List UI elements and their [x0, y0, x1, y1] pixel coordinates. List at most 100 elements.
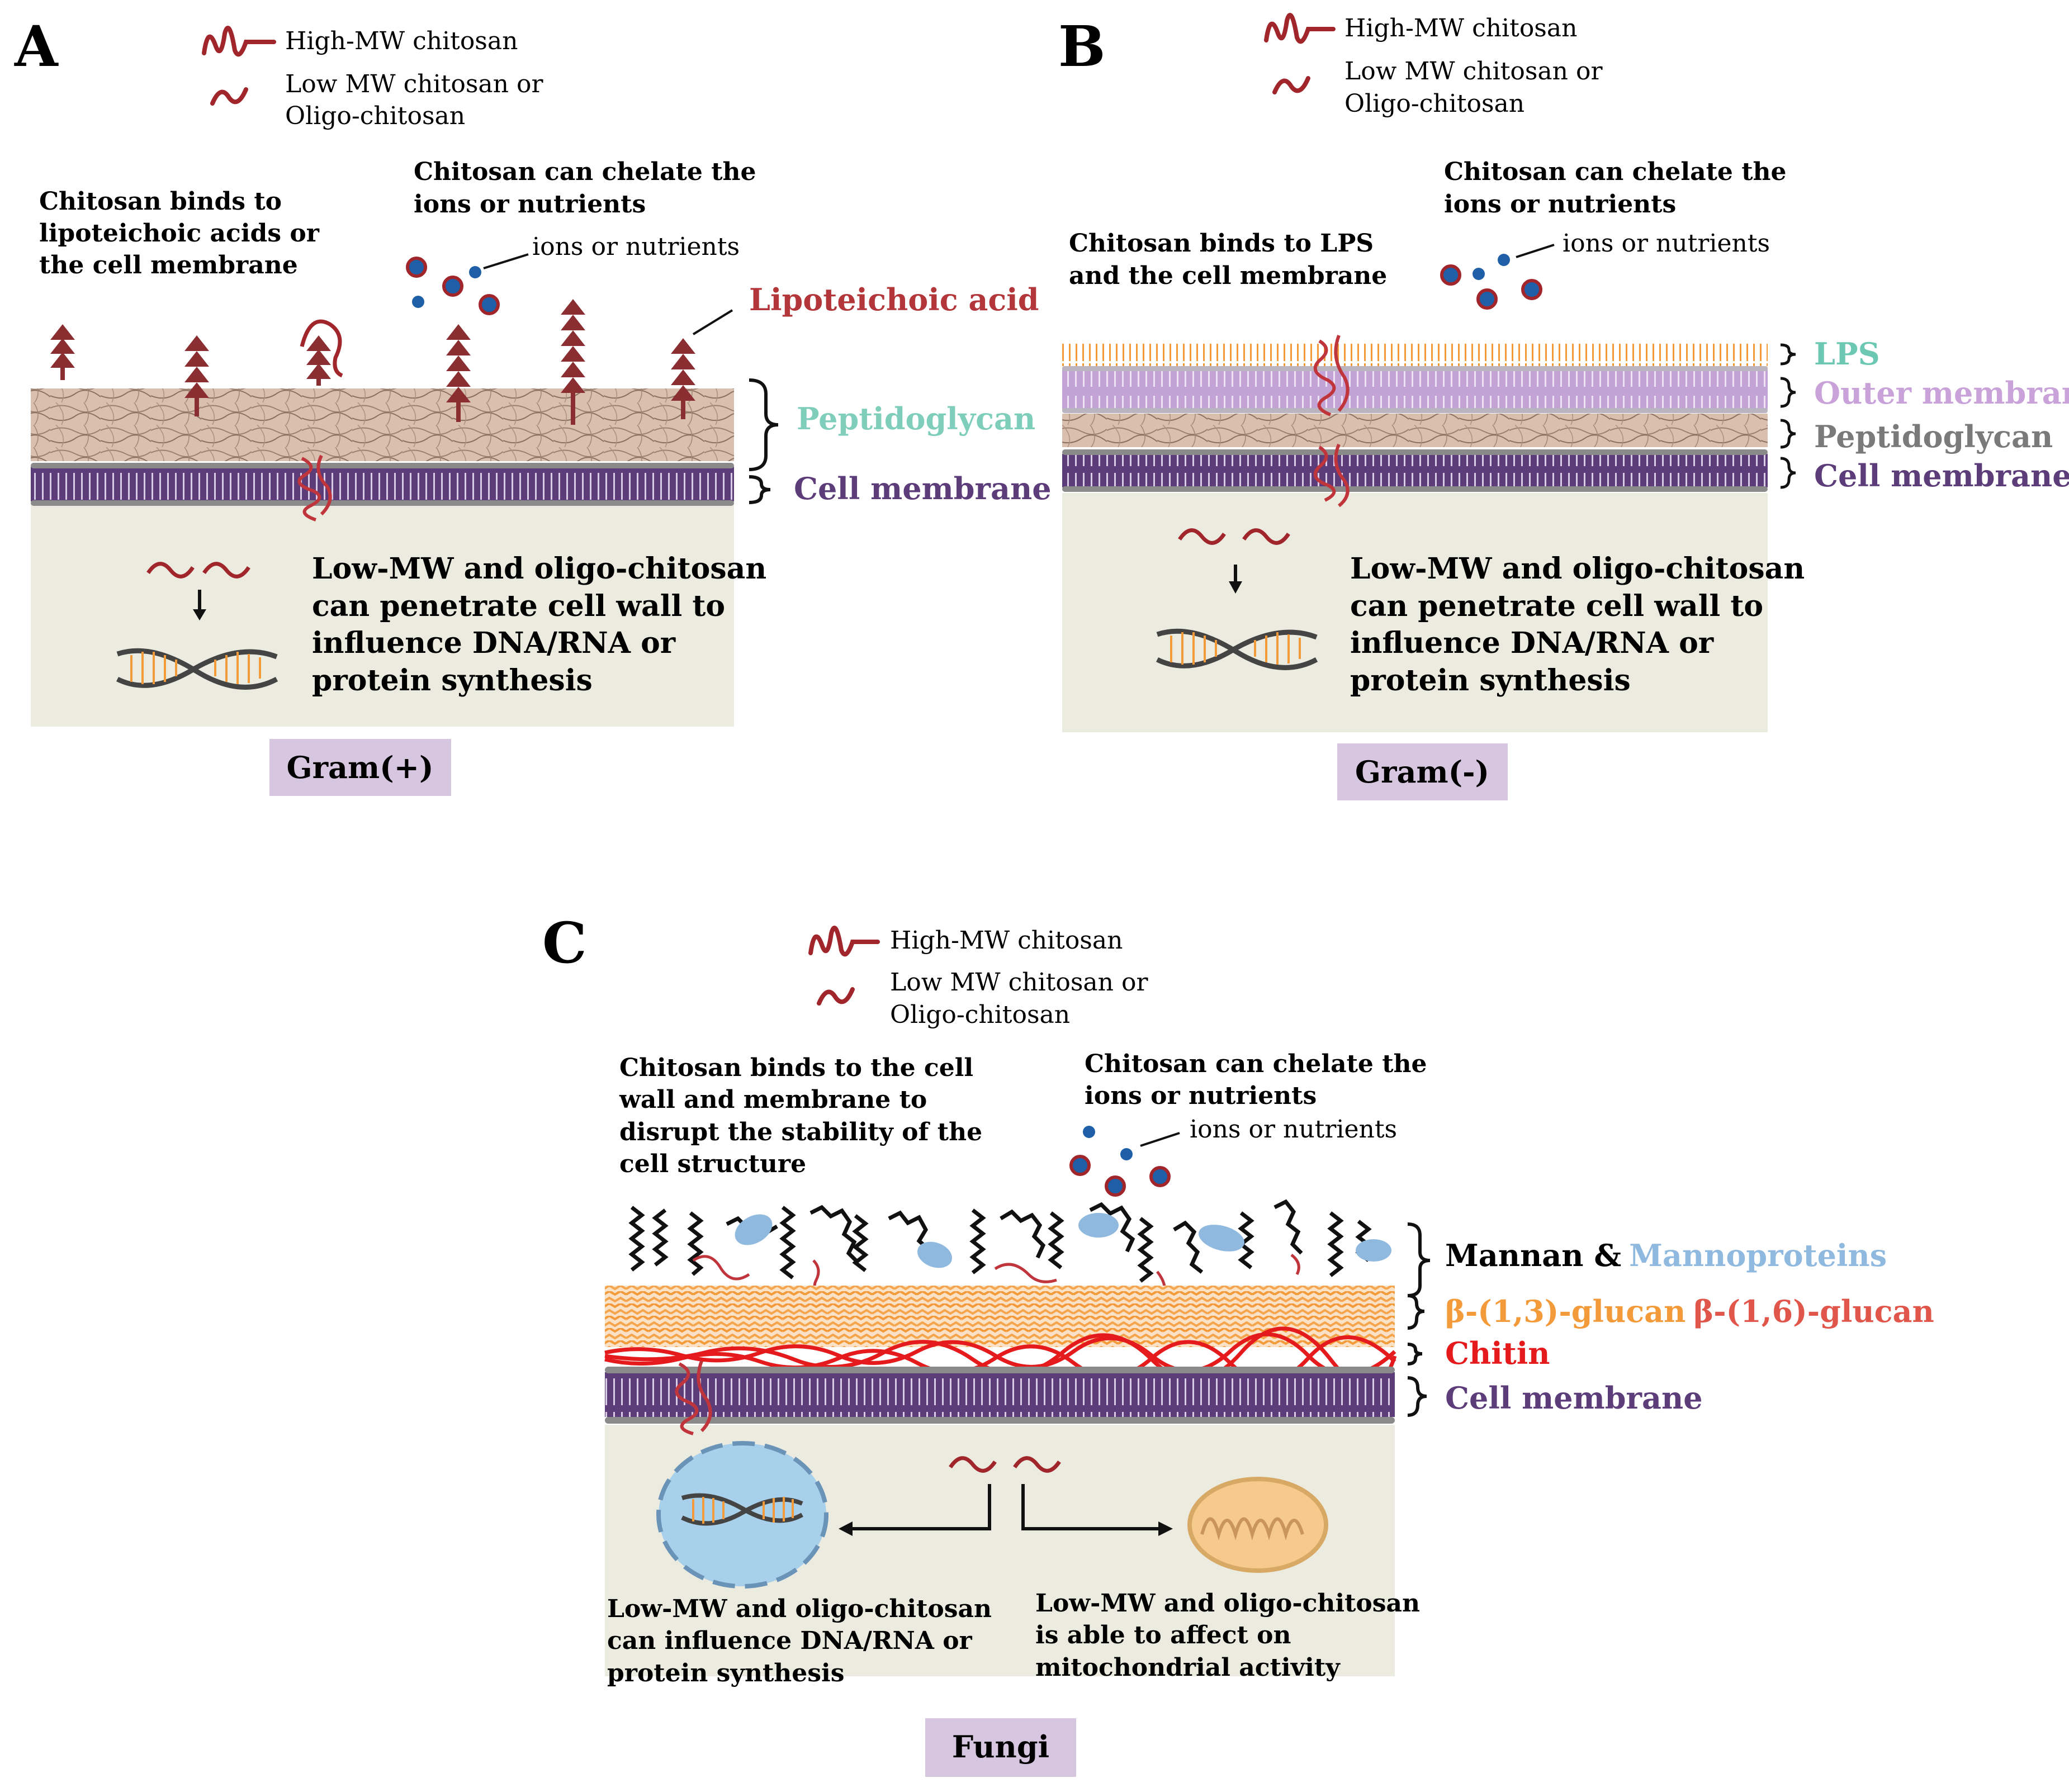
low-mw-chitosan-icon [1272, 76, 1310, 94]
penetrate-text-3: influence DNA/RNA or [1350, 626, 1714, 660]
chitosan-in-membrane-icon [297, 454, 332, 522]
penetrate-text-2: can penetrate cell wall to [312, 589, 725, 623]
legend-low-mw-1: Low MW chitosan or [285, 70, 543, 98]
penetrate-text-3: influence DNA/RNA or [312, 626, 676, 660]
legend-low-mw-1: Low MW chitosan or [890, 968, 1148, 997]
oligo-chitosan-icon [949, 1456, 1061, 1473]
outer-membrane-label: Outer membrane [1814, 375, 2069, 411]
penetrate-text-4: protein synthesis [1350, 663, 1631, 698]
dna-icon [1156, 628, 1318, 670]
arrow-to-mitochondrion [1021, 1484, 1160, 1530]
oligo-chitosan-icon [1178, 528, 1290, 545]
peptidoglycan-label: Peptidoglycan [1814, 419, 2053, 454]
ions-label: ions or nutrients [1190, 1115, 1397, 1144]
ions-leader [483, 253, 529, 269]
low-mw-chitosan-icon [210, 87, 248, 106]
binds-text-1: Chitosan binds to the cell [619, 1054, 973, 1082]
chitosan-in-membrane-icon [1313, 443, 1350, 508]
penetrate-text-2: can penetrate cell wall to [1350, 589, 1763, 623]
dna-effect-text-3: protein synthesis [607, 1659, 845, 1687]
chitin-bracket [1407, 1343, 1423, 1366]
panel-b: B High-MW chitosan Low MW chitosan or Ol… [1058, 13, 2069, 800]
chelated-ions-icon [1069, 1126, 1171, 1197]
chitin-label: Chitin [1445, 1335, 1550, 1371]
outer-membrane-bracket [1780, 377, 1796, 408]
peptidoglycan-bracket [749, 378, 779, 471]
cytoplasm [31, 503, 734, 727]
fungi-label: Fungi [952, 1729, 1049, 1765]
mannoprotein-icons [735, 1213, 1391, 1268]
chelate-text-1: Chitosan can chelate the [414, 158, 756, 186]
dna-effect-text-1: Low-MW and oligo-chitosan [607, 1595, 992, 1623]
lps-label: LPS [1814, 336, 1880, 372]
peptidoglycan-label: Peptidoglycan [797, 401, 1035, 437]
membrane-bracket [749, 475, 771, 504]
chitosan-on-lta-icon [300, 319, 343, 378]
chelate-text-1: Chitosan can chelate the [1085, 1050, 1427, 1078]
cell-membrane-layer [31, 467, 734, 501]
legend-high-mw: High-MW chitosan [890, 926, 1123, 955]
peptidoglycan-bracket [1780, 419, 1796, 449]
glucan-layer [605, 1286, 1395, 1347]
ions-label: ions or nutrients [1563, 229, 1770, 258]
membrane-bracket [1407, 1376, 1427, 1417]
binds-text-1: Chitosan binds to [39, 187, 282, 216]
low-mw-chitosan-icon [817, 987, 855, 1006]
panel-b-letter: B [1058, 13, 1106, 79]
ions-leader [1516, 244, 1555, 258]
lipoteichoic-acid-icons [50, 299, 695, 425]
mannan-layer [628, 1199, 1372, 1283]
cell-membrane-layer [1062, 454, 1768, 487]
lps-bracket [1780, 343, 1796, 366]
binds-text-3: disrupt the stability of the [619, 1118, 982, 1146]
fungi-badge [925, 1718, 1076, 1777]
chelated-ions-icon [1440, 254, 1542, 310]
membrane-label: Cell membrane [1445, 1380, 1703, 1416]
high-mw-chitosan-icon [808, 926, 880, 957]
chitosan-in-membrane-icon [675, 1360, 712, 1435]
gram-negative-badge [1337, 743, 1508, 800]
legend-low-mw-2: Oligo-chitosan [285, 102, 465, 130]
lps-layer [1062, 344, 1768, 366]
cell-membrane-layer [605, 1372, 1395, 1417]
panel-a-letter: A [14, 13, 59, 79]
arrow-to-nucleus [850, 1484, 991, 1530]
membrane-label: Cell membrane [1814, 458, 2069, 494]
membrane-bracket [1780, 457, 1796, 489]
dna-effect-text-2: can influence DNA/RNA or [607, 1627, 973, 1655]
ions-label: ions or nutrients [532, 233, 740, 261]
legend-low-mw-1: Low MW chitosan or [1344, 57, 1603, 86]
cytoplasm [1062, 493, 1768, 732]
binds-text-2: lipoteichoic acids or [39, 219, 320, 248]
mannan-label: Mannan &Mannoproteins [1445, 1238, 1887, 1273]
legend-high-mw: High-MW chitosan [285, 27, 518, 55]
oligo-chitosan-icon [146, 562, 250, 579]
panel-c: C High-MW chitosan Low MW chitosan or Ol… [542, 910, 1934, 1777]
mito-effect-text-1: Low-MW and oligo-chitosan [1035, 1589, 1420, 1618]
chelate-text-2: ions or nutrients [414, 190, 646, 219]
binds-text-3: the cell membrane [39, 251, 298, 279]
binds-text-2: and the cell membrane [1069, 262, 1387, 290]
chelated-ions-icon [406, 257, 500, 315]
outer-membrane-layer [1062, 369, 1768, 409]
gram-positive-badge [269, 739, 451, 796]
lta-leader [692, 309, 733, 335]
chelate-text-2: ions or nutrients [1444, 190, 1676, 219]
high-mw-chitosan-icon [202, 26, 276, 57]
penetrate-text-1: Low-MW and oligo-chitosan [312, 552, 766, 586]
panel-c-letter: C [542, 910, 587, 976]
chelate-text-1: Chitosan can chelate the [1444, 158, 1787, 186]
binds-text-4: cell structure [619, 1150, 806, 1178]
high-mw-chitosan-icon [1264, 13, 1336, 44]
mitochondrion-icon [1187, 1477, 1328, 1573]
penetrate-text-1: Low-MW and oligo-chitosan [1350, 552, 1805, 586]
lta-label: Lipoteichoic acid [749, 282, 1039, 317]
mito-effect-text-3: mitochondrial activity [1035, 1653, 1341, 1682]
chelate-text-2: ions or nutrients [1085, 1082, 1317, 1110]
membrane-label: Cell membrane [794, 471, 1052, 506]
binds-text-1: Chitosan binds to LPS [1069, 229, 1374, 258]
gram-negative-label: Gram(-) [1355, 754, 1489, 790]
ions-leader [1140, 1132, 1180, 1147]
